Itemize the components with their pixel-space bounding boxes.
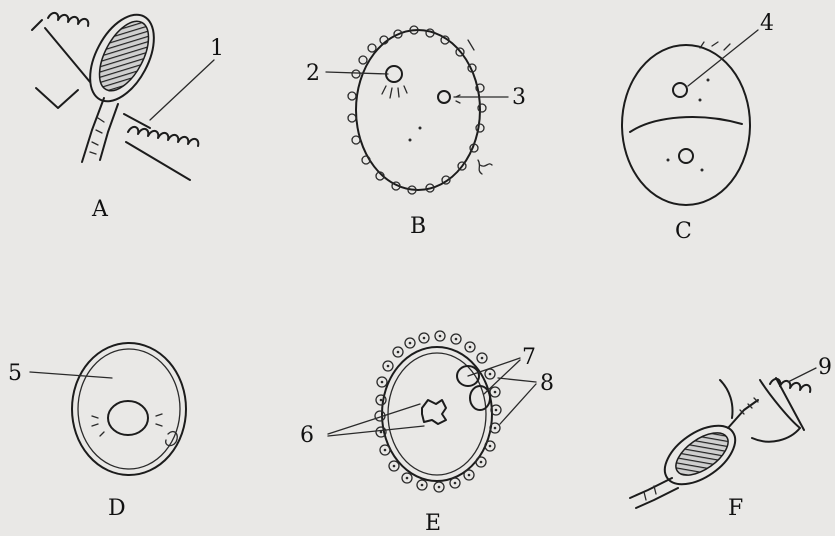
callout-line-7b	[484, 360, 520, 394]
panel-label-a: A	[91, 197, 109, 222]
panel-c-drawing	[622, 42, 750, 205]
panel-label-f: F	[728, 496, 743, 521]
callout-5: 5	[8, 361, 22, 386]
panel-label-d: D	[108, 496, 126, 521]
callout-line-2	[326, 72, 388, 74]
panel-label-b: B	[410, 214, 426, 239]
callout-line-6a	[328, 404, 420, 434]
panel-a-drawing	[32, 4, 198, 180]
callout-line-9	[788, 368, 816, 382]
callout-8: 8	[540, 371, 554, 396]
panel-label-e: E	[425, 511, 441, 536]
callout-3: 3	[512, 85, 526, 110]
callout-7: 7	[522, 345, 536, 370]
callout-6: 6	[300, 423, 314, 448]
callout-2: 2	[306, 61, 320, 86]
callout-line-5	[30, 372, 112, 378]
callout-line-8b	[500, 384, 536, 424]
callout-line-1	[150, 60, 214, 120]
panel-e-drawing	[375, 331, 501, 492]
panel-f-drawing	[630, 378, 810, 508]
callout-1: 1	[210, 36, 224, 61]
panel-b-drawing	[348, 26, 492, 194]
callout-4: 4	[760, 11, 774, 36]
callout-9: 9	[818, 355, 832, 380]
panel-d-drawing	[72, 343, 186, 475]
panel-label-c: C	[675, 219, 692, 244]
callout-line-4	[688, 30, 758, 86]
callout-line-8a	[498, 378, 536, 382]
